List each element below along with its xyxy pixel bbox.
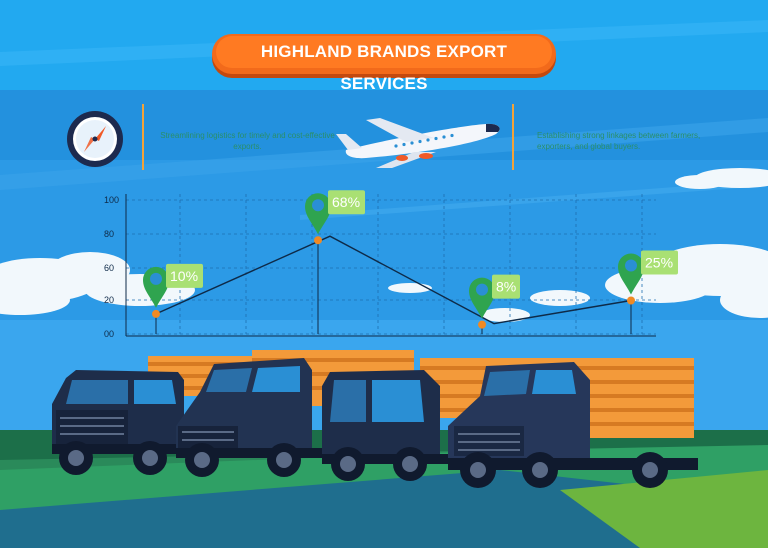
cloud-center [388,283,590,322]
data-point-group: 68% [305,190,365,245]
data-label-box [166,263,203,288]
data-marks: 10% 68% 8% 25% [143,190,678,329]
location-pin-icon [469,277,495,319]
truck-icon [448,358,698,488]
y-tick-label: 00 [104,329,114,339]
data-point-group: 8% [469,274,520,329]
data-label-box [492,274,520,299]
data-point-group: 10% [143,263,203,318]
airplane-icon [336,118,500,168]
divider-left [142,104,144,170]
y-tick-label: 20 [104,295,114,305]
data-point [627,296,635,305]
page-title: HIGHLAND BRANDS EXPORT SERVICES [216,36,552,93]
location-pin-hole [625,259,637,272]
location-pin-hole [150,272,162,285]
data-point [152,309,160,318]
data-label-box [328,190,365,215]
cloud-left [0,252,195,315]
data-label: 10% [170,268,198,284]
divider-right [512,104,514,170]
data-label: 25% [645,255,673,271]
data-label: 68% [332,194,360,210]
location-pin-hole [476,283,488,296]
right-blurb: Establishing strong linkages between far… [537,131,701,151]
data-label-box [641,250,678,275]
data-point-group: 25% [618,250,678,305]
data-point [314,236,322,245]
compass-icon [67,111,123,167]
y-tick-label: 80 [104,229,114,239]
y-tick-labels: 100 80 60 20 00 [104,195,119,339]
location-pin-icon [143,266,169,308]
cloud-top-right [675,168,768,189]
y-tick-label: 60 [104,263,114,273]
left-blurb: Streamlining logistics for timely and co… [160,131,335,151]
cloud-right [605,244,768,318]
title-banner: HIGHLAND BRANDS EXPORT SERVICES [212,34,556,93]
location-pin-hole [312,199,324,212]
series-line [155,235,632,325]
location-pin-icon [618,253,644,295]
data-point [478,320,486,329]
y-tick-label: 100 [104,195,119,205]
location-pin-icon [305,193,331,235]
data-label: 8% [496,279,516,295]
